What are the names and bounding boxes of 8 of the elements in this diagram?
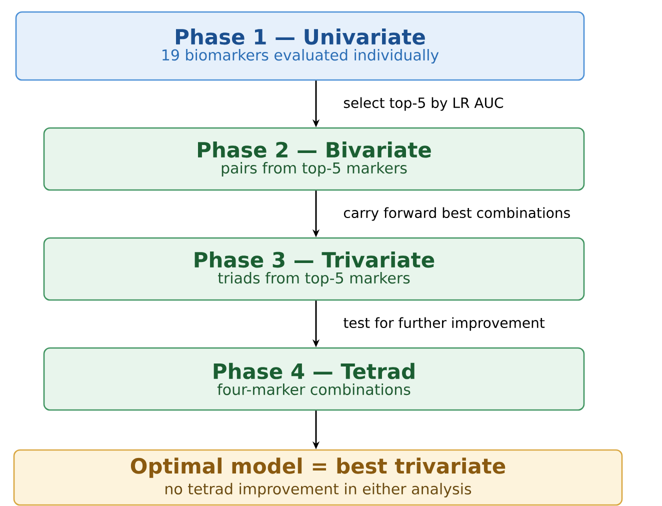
process-box: Phase 1 — Univariate 19 biomarkers evaluated individually (15, 11, 585, 81)
edge-label: select top-5 by LR AUC (344, 97, 504, 111)
process-box: Phase 2 — Bivariate pairs from top-5 markers (43, 127, 585, 191)
process-box: Phase 3 — Trivariate triads from top-5 markers (43, 237, 585, 301)
process-box: Optimal model = best trivariate no tetrad improvement in either analysis (13, 449, 623, 506)
edge-label: carry forward best combinations (344, 207, 570, 221)
process-box: Phase 4 — Tetrad four-marker combinations (43, 347, 585, 411)
edge-label: test for further improvement (344, 317, 545, 331)
